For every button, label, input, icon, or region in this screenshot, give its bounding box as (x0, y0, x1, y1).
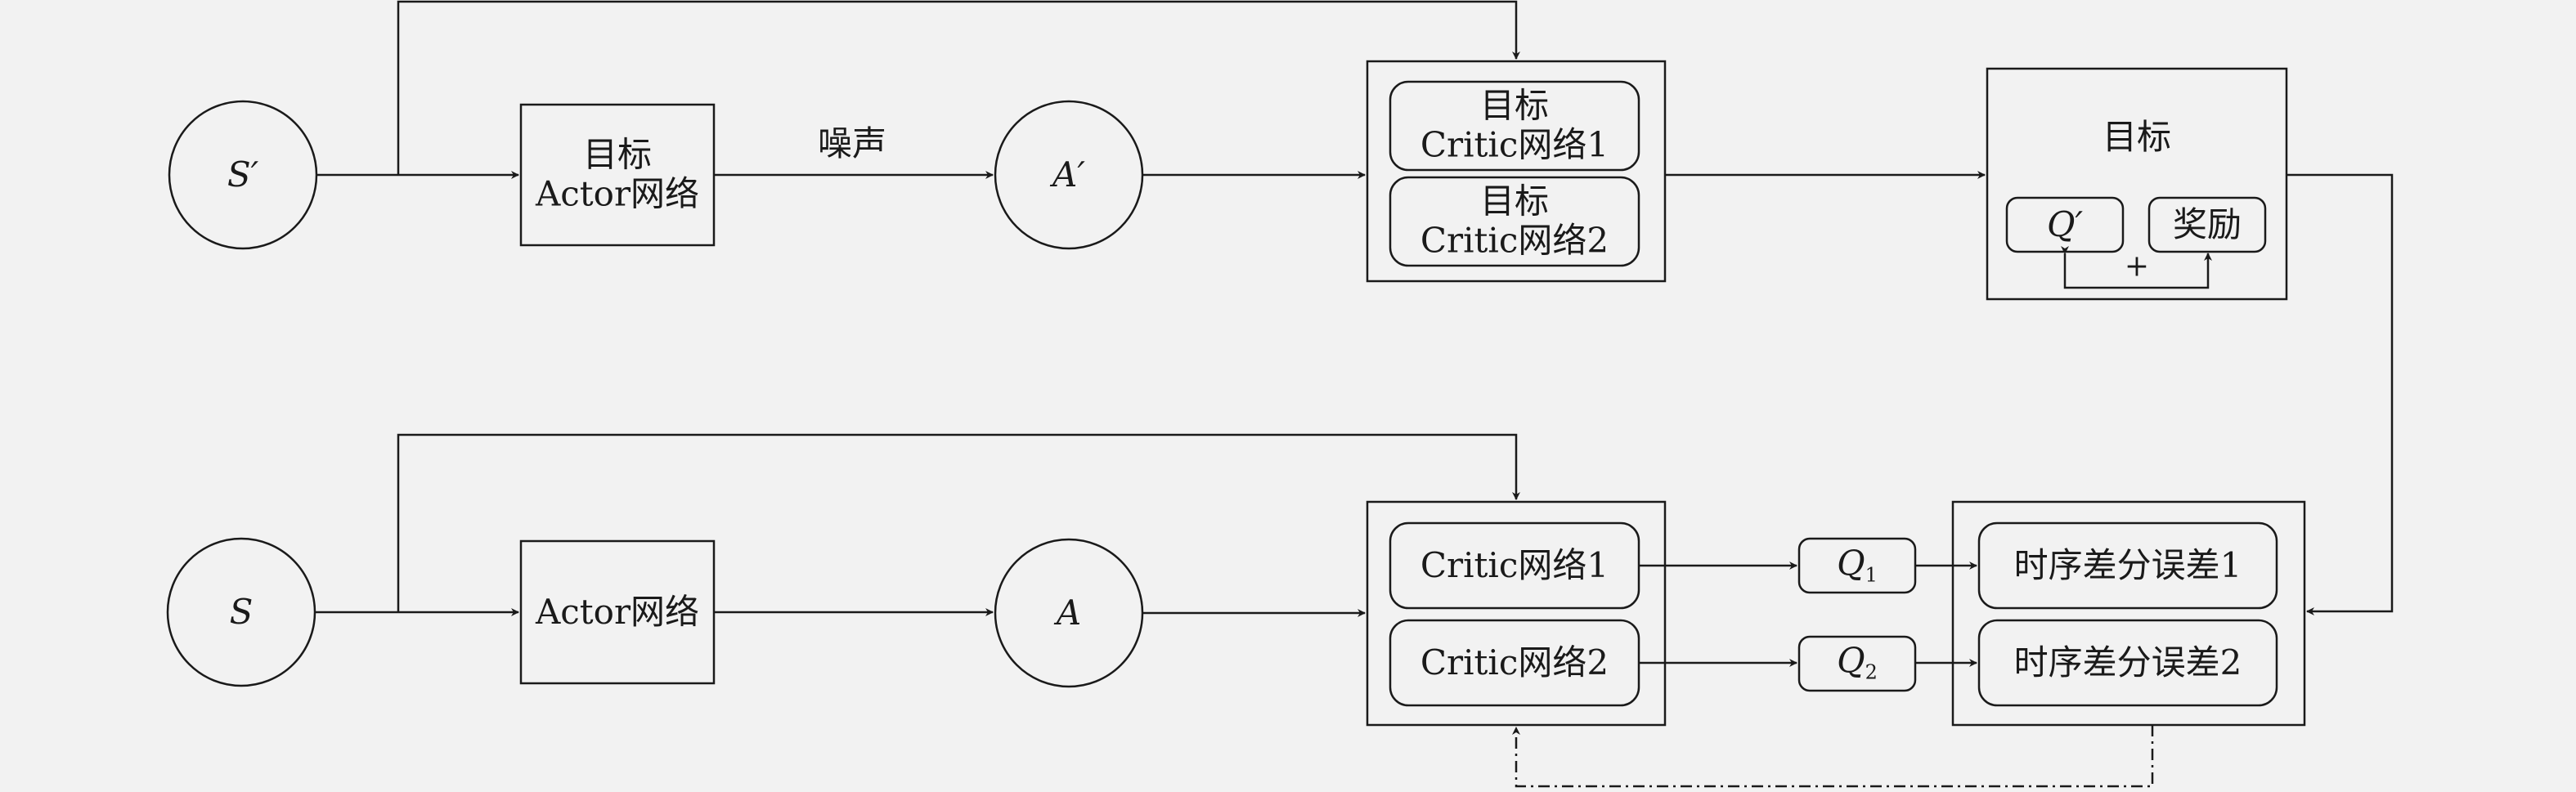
td-error-group (1951, 500, 2306, 727)
critic-1-label: Critic网络1 (1420, 544, 1609, 585)
td-error-2-label: 时序差分误差2 (2013, 642, 2242, 682)
target-title: 目标 (2102, 116, 2172, 157)
target-box (1986, 67, 2288, 301)
q2-label: Q2 (1837, 640, 1878, 684)
noise-label: 噪声 (817, 123, 887, 163)
next-state-label: S′ (227, 154, 259, 195)
td-error-2-box (1977, 619, 2278, 707)
target-critic-2-label: 目标 Critic网络2 (1420, 181, 1609, 261)
plus-sign: + (2124, 249, 2150, 284)
next-action-label: A′ (1052, 154, 1085, 195)
arrow-target-to-td-error (2287, 173, 2394, 615)
critic-group (1366, 500, 1667, 727)
critic-2-label: Critic网络2 (1420, 642, 1609, 682)
target-actor-label: 目标 Actor网络 (535, 134, 700, 214)
dashed-feedback-arrow (1512, 725, 2154, 788)
td-error-1-label: 时序差分误差1 (2013, 544, 2242, 585)
action-label: A (1056, 592, 1082, 633)
reward-label: 奖励 (2172, 204, 2242, 244)
target-critic-1-label: 目标 Critic网络1 (1420, 85, 1609, 165)
target-critic-1-box (1389, 80, 1640, 172)
plus-connector (2061, 246, 2212, 289)
arrow-state-to-critic (397, 433, 1520, 612)
state-label: S (229, 591, 254, 632)
actor-label: Actor网络 (535, 591, 700, 632)
q1-label: Q1 (1837, 543, 1878, 587)
arrow-next-state-to-target-critic (397, 0, 1520, 175)
target-critic-2-box (1389, 176, 1640, 267)
td-error-1-box (1977, 521, 2278, 610)
q-prime-label: Q′ (2047, 204, 2083, 244)
target-critic-group (1366, 60, 1667, 283)
